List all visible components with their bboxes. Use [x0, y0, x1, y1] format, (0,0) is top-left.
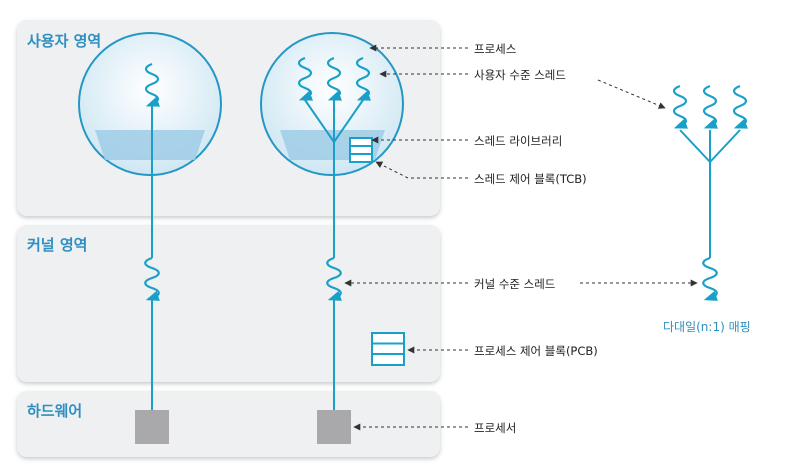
user-thread-icon-2a: [297, 56, 314, 101]
thread-library-shape-1: [95, 130, 205, 160]
kernel-thread-icon-1: [144, 256, 160, 301]
user-thread-icon-2c: [355, 56, 372, 101]
callout-arrow-user-thread-mapping: [597, 79, 666, 109]
hardware-title: 하드웨어: [27, 402, 83, 420]
pcb-block-lines: [372, 342, 404, 355]
thread-merge-lines-2: [304, 99, 364, 143]
processor-block-1: [135, 410, 169, 444]
processor-block-2: [317, 410, 351, 444]
mapping-merge-lines: [679, 129, 741, 258]
mapping-kernel-thread-icon: [702, 256, 718, 301]
thread-library-label: 스레드 라이브러리: [474, 134, 563, 148]
process-label: 프로세스: [474, 42, 517, 56]
user-thread-icon-2b: [326, 56, 343, 101]
processor-label: 프로세서: [474, 421, 517, 435]
mapping-user-thread-icon-2: [702, 84, 719, 129]
mapping-user-thread-icon-3: [732, 84, 749, 129]
tcb-block-icon: [349, 137, 373, 163]
user-space-title: 사용자 영역: [27, 32, 102, 50]
user-thread-icon-1: [144, 62, 161, 107]
kernel-thread-icon-2: [326, 256, 342, 301]
user-level-thread-label: 사용자 수준 스레드: [474, 68, 566, 82]
kernel-space-title: 커널 영역: [27, 236, 88, 254]
mapping-caption: 다대일(n:1) 매핑: [663, 320, 751, 334]
mapping-user-thread-icon-1: [672, 84, 689, 129]
pcb-block-icon: [371, 332, 405, 366]
kernel-level-thread-label: 커널 수준 스레드: [474, 277, 556, 291]
tcb-label: 스레드 제어 블록(TCB): [474, 172, 587, 186]
callout-arrow-tcb: [375, 161, 468, 179]
tcb-block-lines: [350, 145, 372, 155]
pcb-label: 프로세스 제어 블록(PCB): [474, 344, 598, 358]
